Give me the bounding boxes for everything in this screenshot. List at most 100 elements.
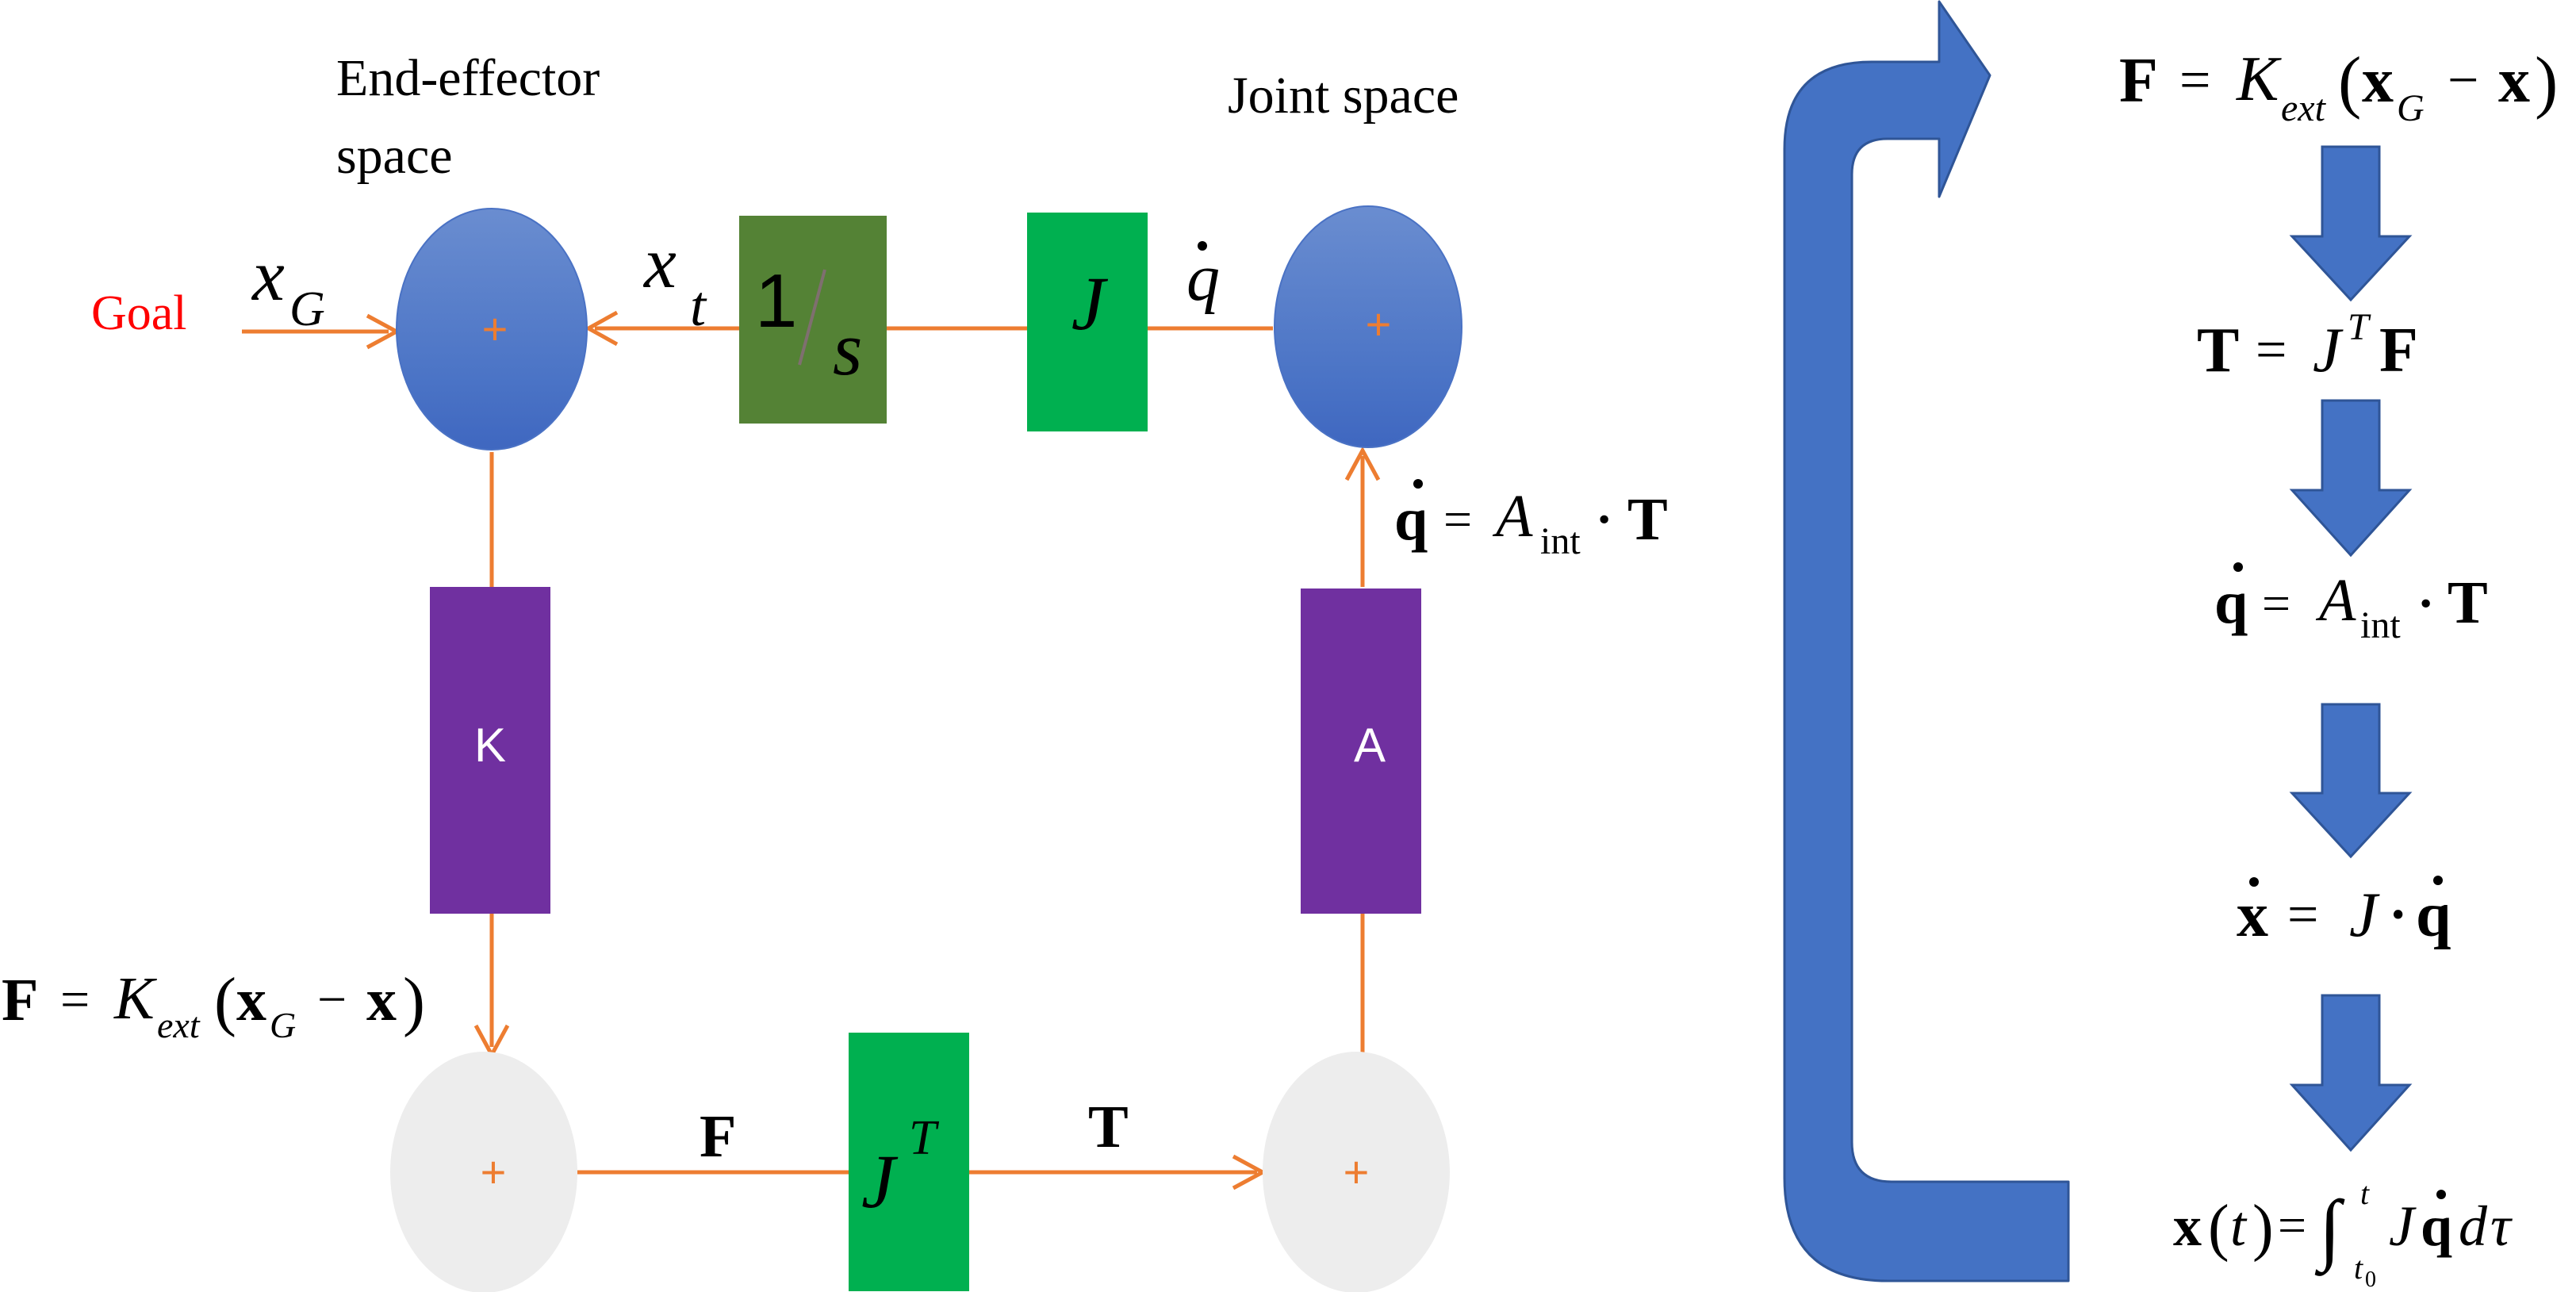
label-J: J <box>2313 316 2344 385</box>
label-T-sup: T <box>2348 306 2371 348</box>
block-A: A <box>1301 588 1421 914</box>
label-x: x <box>2173 1194 2202 1258</box>
eq-force: F = K ext ( x G − x ) <box>2119 44 2558 129</box>
node-bottom-left-plus: + <box>481 1147 507 1197</box>
label-eq: = <box>60 971 90 1029</box>
label-minus: − <box>317 971 347 1029</box>
label-ext: ext <box>157 1005 201 1045</box>
jacobian-label: J <box>1071 261 1109 346</box>
jacobian-transpose-J: J <box>861 1139 899 1224</box>
label-x: x <box>236 967 266 1033</box>
integrator-slash <box>798 269 826 366</box>
label-eq: = <box>2179 50 2210 111</box>
label-q: q <box>2416 880 2451 950</box>
label-sub-G: G <box>270 1005 296 1045</box>
label-tau: τ <box>2490 1194 2513 1258</box>
label-d: d <box>2459 1194 2488 1258</box>
xt-sub: t <box>690 274 707 338</box>
label-F: F <box>2 967 38 1033</box>
eq-force-side: F = K ext ( x G − x ) <box>2 964 425 1045</box>
label-A-italic: A <box>1492 483 1533 550</box>
xG-x: x <box>251 235 285 316</box>
block-A-label: A <box>1354 719 1386 772</box>
label-eq: = <box>2262 575 2290 631</box>
label-x: x <box>2362 46 2394 116</box>
loop-return-arrow <box>1783 0 2070 1282</box>
label-paren-l: ( <box>2208 1193 2229 1263</box>
block-jacobian-transpose: J T <box>849 1033 969 1291</box>
label-t0-t: t <box>2354 1250 2363 1286</box>
joint-space-label: Joint space <box>1228 67 1459 125</box>
label-int: int <box>1540 520 1581 562</box>
goal-label: Goal <box>91 286 187 340</box>
label-A-italic: A <box>2315 567 2356 634</box>
connector-lines <box>242 310 1381 1190</box>
label-paren-r: ) <box>2535 44 2558 121</box>
jacobian-transpose-sup: T <box>909 1111 940 1165</box>
label-minus: − <box>2448 50 2478 111</box>
label-sub-G: G <box>2397 87 2425 129</box>
label-t0-0: 0 <box>2365 1267 2376 1292</box>
label-eq: = <box>1443 491 1472 547</box>
label-K: K <box>113 965 157 1032</box>
bottom-F-label: F <box>700 1103 736 1170</box>
label-t0-t: t <box>2360 1175 2370 1211</box>
end-effector-space-line1: End-effector <box>336 49 600 107</box>
label-paren-l: ( <box>214 964 236 1038</box>
label-T: T <box>2197 316 2239 385</box>
label-t: t <box>2230 1194 2248 1258</box>
integrator-numerator: 1 <box>755 259 797 343</box>
node-bottom-right-plus: + <box>1344 1147 1370 1197</box>
xG-sub: G <box>289 282 325 336</box>
label-q: q <box>1394 486 1428 553</box>
label-paren-r: ) <box>403 964 425 1038</box>
label-q: q <box>2421 1194 2452 1258</box>
top-feedback-arrowhead <box>584 310 619 347</box>
label-T: T <box>2448 569 2488 636</box>
qdot-q: q <box>1186 241 1220 315</box>
node-end-effector-plus: + <box>482 304 508 354</box>
label-F: F <box>2119 46 2158 116</box>
label-dot: · <box>2389 884 2407 945</box>
label-paren-r: ) <box>2252 1193 2274 1263</box>
label-eq: = <box>2287 884 2318 945</box>
block-K: K <box>430 587 550 914</box>
node-bottom-right: + <box>1263 1052 1450 1292</box>
end-effector-space-line2: space <box>336 127 453 185</box>
eq-qdot: q = A int · T <box>2214 562 2488 646</box>
label-F: F <box>2379 316 2418 385</box>
label-J: J <box>2389 1194 2417 1258</box>
label-int: int <box>2360 604 2401 646</box>
right-vertical-arrowhead <box>1344 446 1381 481</box>
eq-integral: x ( t ) = ∫ t t 0 J q d τ <box>2173 1175 2513 1292</box>
block-jacobian: J <box>1027 213 1148 431</box>
label-integral: ∫ <box>2314 1184 2345 1276</box>
label-eq: = <box>2278 1197 2306 1253</box>
node-joint: + <box>1274 205 1462 448</box>
label-x: x <box>366 967 397 1033</box>
eq-qdot-side: q = A int · T <box>1394 479 1668 562</box>
label-x: x <box>2498 46 2530 116</box>
label-dot: · <box>2417 575 2434 631</box>
node-bottom-left: + <box>390 1052 577 1292</box>
block-K-label: K <box>474 719 506 772</box>
label-eq: = <box>2256 320 2287 381</box>
down-arrow-3 <box>2289 703 2413 859</box>
integrator-denominator: s <box>833 306 862 391</box>
down-arrow-1 <box>2289 145 2413 302</box>
bottom-T-label: T <box>1088 1094 1129 1160</box>
label-ext: ext <box>2281 87 2327 129</box>
block-integrator: 1 s <box>739 216 887 424</box>
node-joint-plus: + <box>1366 299 1392 349</box>
qdot-label: q <box>1186 241 1220 315</box>
down-arrow-2 <box>2289 399 2413 558</box>
label-J: J <box>2349 880 2380 950</box>
eq-xdot: x = J · q <box>2237 876 2451 950</box>
eq-torque: T = J T F <box>2197 306 2418 385</box>
label-q: q <box>2214 569 2248 636</box>
xt-x: x <box>642 222 677 303</box>
label-dot: · <box>1596 491 1612 547</box>
label-paren-l: ( <box>2338 44 2361 121</box>
label-x: x <box>2237 880 2268 950</box>
label-K: K <box>2236 44 2282 114</box>
